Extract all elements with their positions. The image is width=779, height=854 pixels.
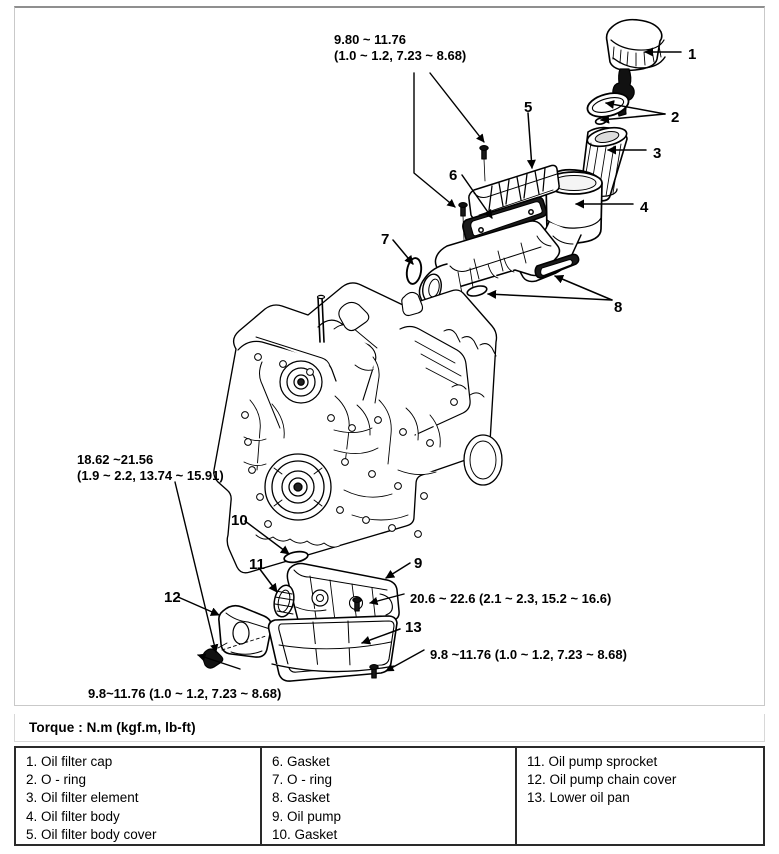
exploded-view-diagram <box>174 18 682 682</box>
leader-lines <box>177 47 682 645</box>
legend-item: 2. O - ring <box>26 772 87 788</box>
mounting-bolt-lower <box>458 202 468 241</box>
callout-9: 9 <box>414 555 423 572</box>
legend-item: 5. Oil filter body cover <box>26 826 157 842</box>
part-lower-oil-pan <box>267 615 398 682</box>
torque-line-2: (1.0 ~ 1.2, 7.23 ~ 8.68) <box>334 48 467 63</box>
torque-line-1: 18.62 ~21.56 <box>77 452 154 467</box>
torque-unit-note-text: Torque : N.m (kgf.m, lb-ft) <box>29 720 196 735</box>
torque-label-lower-oil-pan: 9.8 ~11.76 (1.0 ~ 1.2, 7.23 ~ 8.68) <box>430 647 627 662</box>
part-o-ring-small <box>594 117 608 125</box>
legend-column-2: 6. Gasket 7. O - ring 8. Gasket 9. Oil p… <box>262 748 517 844</box>
part-gasket-10 <box>283 550 309 564</box>
part-engine-block <box>213 282 503 574</box>
diagram-artwork <box>174 18 682 682</box>
torque-unit-note: Torque : N.m (kgf.m, lb-ft) <box>14 714 765 742</box>
legend-item: 1. Oil filter cap <box>26 754 113 769</box>
callout-11: 11 <box>249 556 265 573</box>
part-gasket-6 <box>462 196 548 243</box>
part-oil-pump-chain-cover <box>218 604 273 658</box>
callout-10: 10 <box>231 512 248 529</box>
part-oil-filter-cap <box>605 18 666 72</box>
callout-6: 6 <box>449 167 458 184</box>
callout-2: 2 <box>671 109 680 126</box>
part-gasket-8b <box>466 285 488 297</box>
legend-item: 11. Oil pump sprocket <box>527 754 658 769</box>
mounting-bolt-upper <box>479 145 489 182</box>
parts-legend-table: 1. Oil filter cap 2. O - ring 3. Oil fil… <box>14 746 765 846</box>
legend-item: 7. O - ring <box>272 772 333 788</box>
legend-column-3: 11. Oil pump sprocket 12. Oil pump chain… <box>517 748 763 844</box>
callout-13: 13 <box>405 619 422 636</box>
torque-label-oil-pump: 20.6 ~ 22.6 (2.1 ~ 2.3, 15.2 ~ 16.6) <box>410 591 612 606</box>
legend-item: 6. Gasket <box>272 754 330 769</box>
part-oil-filter-body-cover <box>468 164 560 220</box>
torque-label-upper-bolt: 9.80 ~ 11.76 (1.0 ~ 1.2, 7.23 ~ 8.68) <box>334 32 466 64</box>
callout-1: 1 <box>688 46 697 63</box>
legend-item: 9. Oil pump <box>272 808 342 824</box>
part-gasket-8a <box>534 253 580 279</box>
torque-label-chain-cover: 18.62 ~21.56 (1.9 ~ 2.2, 13.74 ~ 15.91) <box>77 452 224 484</box>
legend-item: 12. Oil pump chain cover <box>527 772 677 788</box>
callout-7: 7 <box>381 231 390 248</box>
torque-label-chain-cover-bolt: 9.8~11.76 (1.0 ~ 1.2, 7.23 ~ 8.68) <box>88 686 282 701</box>
callout-12: 12 <box>164 589 181 606</box>
callout-3: 3 <box>653 145 662 162</box>
callout-4: 4 <box>640 199 649 216</box>
legend-column-1: 1. Oil filter cap 2. O - ring 3. Oil fil… <box>16 748 262 844</box>
torque-leader-lines <box>174 72 485 672</box>
chain-cover-alignment-line <box>221 635 267 651</box>
legend-item: 13. Lower oil pan <box>527 790 630 806</box>
torque-line-1: 9.80 ~ 11.76 <box>334 32 406 47</box>
torque-line-2: (1.9 ~ 2.2, 13.74 ~ 15.91) <box>77 468 224 483</box>
part-oil-pump <box>286 562 400 628</box>
legend-item: 8. Gasket <box>272 790 330 806</box>
legend-item: 3. Oil filter element <box>26 790 139 806</box>
part-oil-pump-sprocket <box>273 584 295 618</box>
callout-8: 8 <box>614 299 623 316</box>
callout-5: 5 <box>524 99 533 116</box>
legend-item: 10. Gasket <box>272 826 338 842</box>
part-o-ring-7 <box>405 257 423 285</box>
legend-item: 4. Oil filter body <box>26 808 120 824</box>
